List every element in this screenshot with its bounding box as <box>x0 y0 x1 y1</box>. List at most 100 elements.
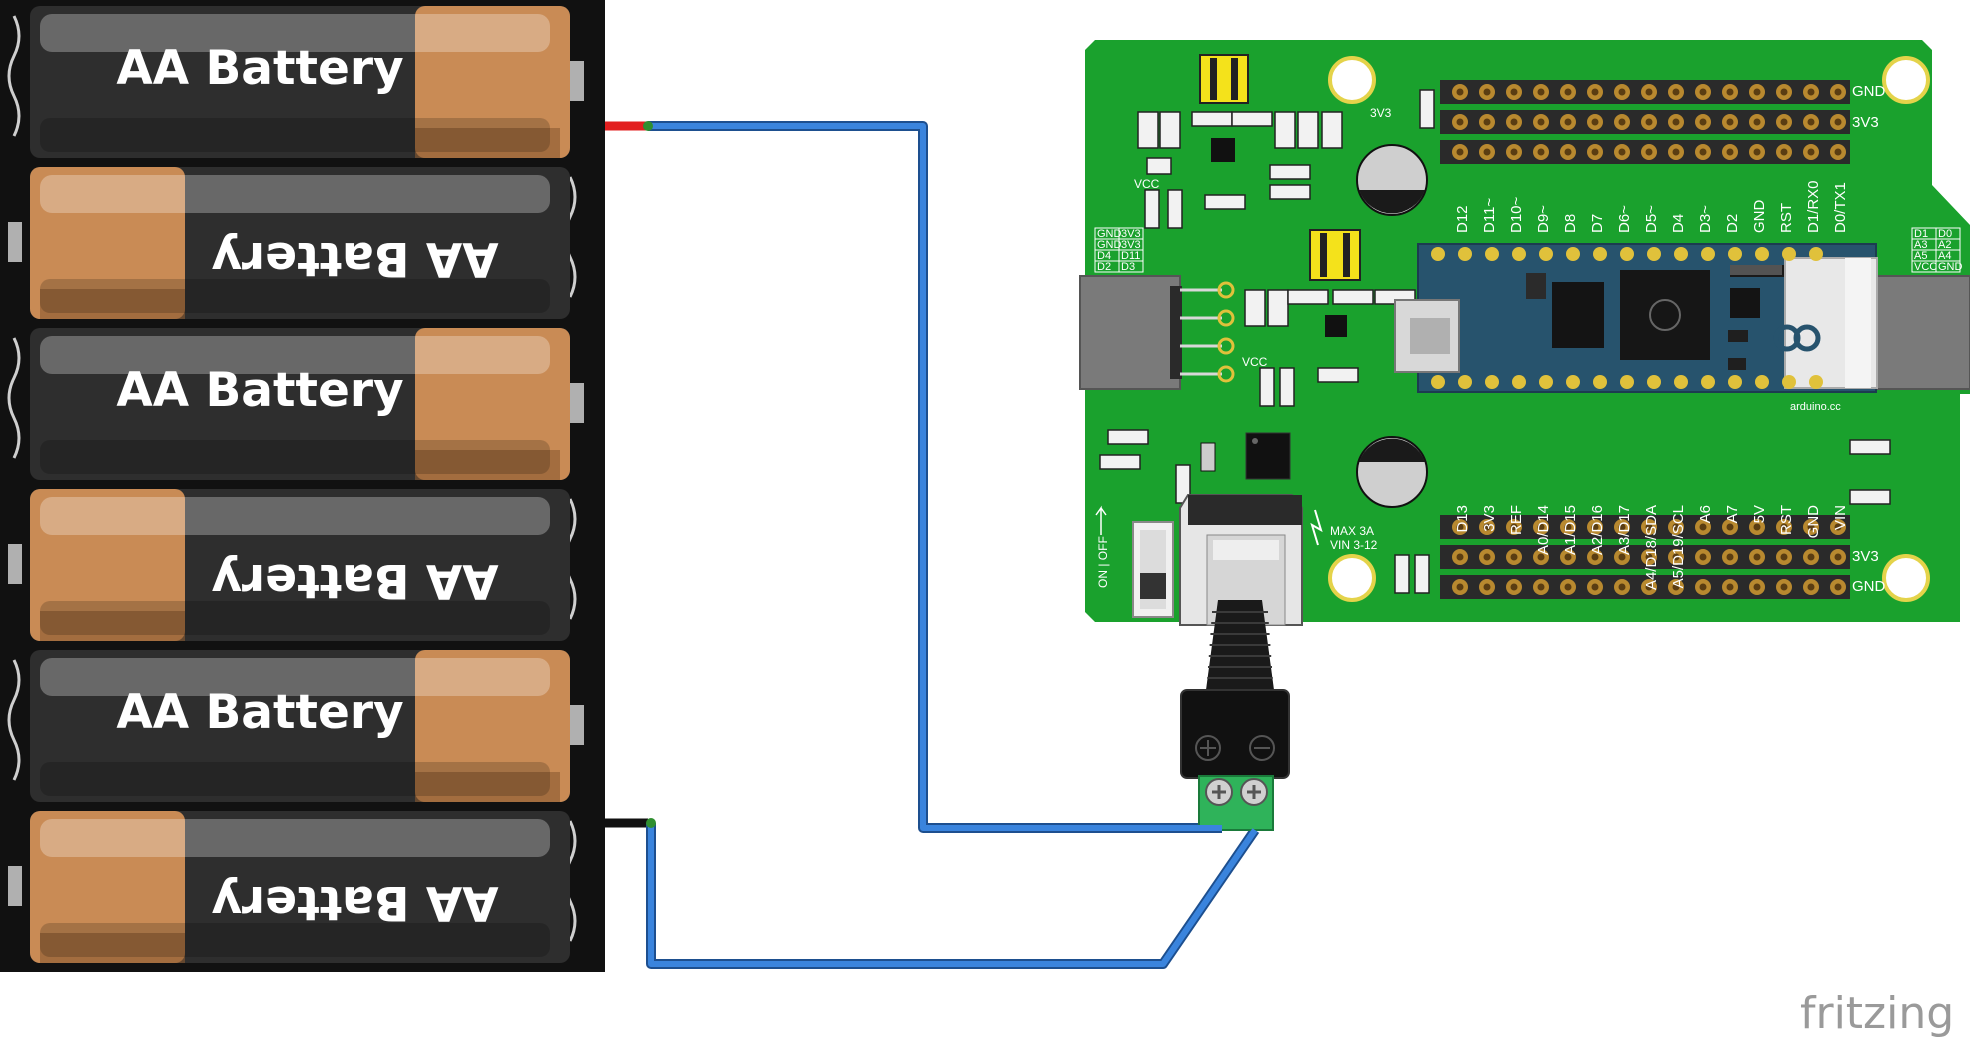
battery-highlight <box>40 336 550 374</box>
battery-copper-end <box>415 650 570 802</box>
pin-table-cell: D0 <box>1938 228 1952 240</box>
battery-highlight <box>40 658 550 696</box>
nano-pad <box>1458 375 1472 389</box>
grove-pin[interactable] <box>1217 281 1235 299</box>
vcc-label-top: VCC <box>1134 177 1160 191</box>
pin-label: D1/RX0 <box>1805 180 1822 233</box>
battery-copper-end <box>30 489 185 641</box>
pin-table-cell: A4 <box>1938 250 1951 262</box>
nano-pad <box>1593 247 1607 261</box>
max-current-label: MAX 3A <box>1330 524 1374 538</box>
nano-pad <box>1755 375 1769 389</box>
v3-bottom-label: 3V3 <box>1852 548 1879 565</box>
pin-table-cell: D3 <box>1121 261 1135 273</box>
v3-top-label: 3V3 <box>1852 114 1879 131</box>
nano-pad <box>1647 247 1661 261</box>
smd-part <box>1191 111 1233 127</box>
nano-pad <box>1485 375 1499 389</box>
smd-part <box>1231 111 1273 127</box>
battery-copper-end <box>30 167 185 319</box>
nano-pad <box>1647 375 1661 389</box>
pin-table-cell: A3 <box>1914 239 1927 251</box>
pin-table-cell: 3V3 <box>1121 239 1141 251</box>
nano-pad <box>1539 375 1553 389</box>
battery-terminal <box>8 544 22 584</box>
negative-wire-end <box>1160 828 1258 966</box>
battery-label: AA Battery <box>211 231 498 286</box>
pin-table-cell: GND <box>1097 239 1122 251</box>
nano-pad <box>1458 247 1472 261</box>
smd-part <box>1394 554 1410 594</box>
battery-label: AA Battery <box>116 685 403 740</box>
nano-pad <box>1620 375 1634 389</box>
mounting-hole <box>1328 56 1376 104</box>
top-header-rows <box>1440 80 1850 164</box>
pin-label: D4 <box>1670 214 1687 233</box>
pin-label: A7 <box>1724 505 1741 523</box>
left-grove-connector <box>1079 275 1181 390</box>
smd-part <box>1259 367 1275 407</box>
smd-part <box>1107 429 1149 445</box>
pin-label: D5~ <box>1643 205 1660 233</box>
pin-label: A2/D16 <box>1589 505 1606 555</box>
pin-table-cell: VCC <box>1914 261 1937 273</box>
pin-label: D8 <box>1562 214 1579 233</box>
pin-table-cell: A5 <box>1914 250 1927 262</box>
smd-part <box>1159 111 1181 149</box>
pin-table-cell: A2 <box>1938 239 1951 251</box>
pin-label: RST <box>1778 203 1795 233</box>
grove-pin[interactable] <box>1217 365 1235 383</box>
usb-socket <box>1410 318 1450 354</box>
diode <box>1200 442 1216 472</box>
nano-pad <box>1782 247 1796 261</box>
nano-pad <box>1620 247 1634 261</box>
nano-pad <box>1431 247 1445 261</box>
nano-pad <box>1809 247 1823 261</box>
negative-wire[interactable] <box>648 823 1258 967</box>
pin-label: VIN <box>1832 505 1849 530</box>
pin-label: A6 <box>1697 505 1714 523</box>
gnd-top-label: GND <box>1852 83 1886 100</box>
nano-pad <box>1809 375 1823 389</box>
smd-part <box>1269 184 1311 200</box>
nano-pad <box>1701 375 1715 389</box>
pin-label: D9~ <box>1535 205 1552 233</box>
aa-battery-cell: AA Battery <box>7 6 584 158</box>
pin-label: A1/D15 <box>1562 505 1579 555</box>
battery-terminal <box>570 383 584 423</box>
pin-label: D7 <box>1589 214 1606 233</box>
nano-rp2040-board: arduino.cc <box>1394 243 1878 413</box>
pin-table-cell: D4 <box>1097 250 1111 262</box>
smd-part <box>1167 189 1183 229</box>
smd-part <box>1204 194 1246 210</box>
pin-table-cell: 3V3 <box>1121 228 1141 240</box>
dip-ic <box>1245 432 1291 480</box>
electrolytic-capacitor-top <box>1356 144 1428 216</box>
vin-range-label: VIN 3-12 <box>1330 538 1378 552</box>
pin-label: D11~ <box>1481 198 1498 233</box>
grove-pin[interactable] <box>1217 337 1235 355</box>
small-chip <box>1728 330 1748 342</box>
smd-part <box>1414 554 1430 594</box>
silkscreen-mark <box>1730 265 1785 277</box>
pin-label: A3/D17 <box>1616 505 1633 555</box>
smd-part <box>1297 111 1319 149</box>
smd-part <box>1849 489 1891 505</box>
grove-pin[interactable] <box>1217 309 1235 327</box>
nano-pad <box>1539 247 1553 261</box>
button-reset[interactable] <box>1526 273 1546 299</box>
nano-pad <box>1512 375 1526 389</box>
battery-label: AA Battery <box>116 363 403 418</box>
nano-pad <box>1431 375 1445 389</box>
mounting-hole <box>1882 554 1930 602</box>
battery-terminal <box>8 866 22 906</box>
battery-terminal <box>570 705 584 745</box>
nano-brand-text: arduino.cc <box>1790 401 1841 413</box>
small-chip <box>1728 358 1746 370</box>
on-off-switch[interactable] <box>1132 521 1174 618</box>
smd-components <box>1099 89 1891 594</box>
smd-part <box>1279 367 1295 407</box>
smd-part <box>1099 454 1141 470</box>
